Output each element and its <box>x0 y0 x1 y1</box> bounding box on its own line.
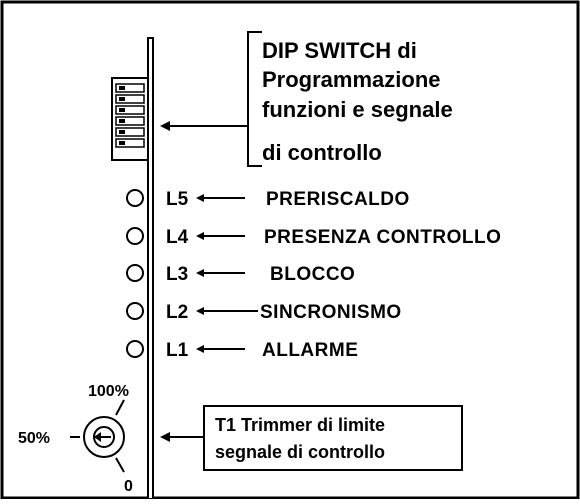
callout-bracket <box>247 31 262 167</box>
led-l4-id: L4 <box>166 227 189 248</box>
dip-switch-lever <box>119 86 125 90</box>
dip-switch-cell <box>115 127 145 137</box>
led-row-l4: L4 PRESENZA CONTROLLO <box>126 227 501 248</box>
dip-switch-callout: DIP SWITCH di Programmazione funzioni e … <box>160 31 453 167</box>
dip-switch-lever <box>119 97 125 101</box>
led-indicator-list: L5 PRERISCALDO L4 PRESENZA CONTROLLO L3 … <box>126 189 501 361</box>
led-l2-arrowhead <box>196 307 204 315</box>
trimmer-label-line-1: T1 Trimmer di limite <box>215 415 385 435</box>
led-l1-id: L1 <box>166 340 189 361</box>
led-row-l1: L1 ALLARME <box>126 340 358 361</box>
dip-switch <box>111 77 149 161</box>
led-l4-function: PRESENZA CONTROLLO <box>264 227 501 248</box>
trimmer-scale-min: 0 <box>124 478 133 495</box>
led-l2-id: L2 <box>166 302 188 323</box>
trimmer-label-line-2: segnale di controllo <box>215 442 385 462</box>
trimmer-tick-min <box>115 457 125 473</box>
led-l4-lamp <box>126 227 144 245</box>
trimmer-callout: T1 Trimmer di limite segnale di controll… <box>160 405 463 471</box>
led-row-l3: L3 BLOCCO <box>126 264 355 285</box>
dip-label-line-2: Programmazione <box>262 67 441 92</box>
led-l4-arrowhead <box>196 232 204 240</box>
dip-label-line-1: DIP SWITCH di <box>262 38 417 63</box>
trimmer-leader-arrowhead <box>160 432 170 442</box>
dip-label-line-3: funzioni e segnale <box>262 97 453 122</box>
led-l1-arrowhead <box>196 345 204 353</box>
led-l5-arrowhead <box>196 194 204 202</box>
dip-switch-lever <box>119 130 125 134</box>
dip-switch-cell <box>115 83 145 93</box>
led-row-l5: L5 PRERISCALDO <box>126 189 410 210</box>
dip-leader-arrowhead <box>160 121 170 131</box>
led-l2-function: SINCRONISMO <box>260 302 402 323</box>
trimmer-scale-max: 100% <box>88 383 129 400</box>
dip-switch-cell <box>115 138 145 148</box>
dip-switch-cell <box>115 116 145 126</box>
trimmer-t1: 100% 50% 0 <box>18 383 133 495</box>
led-l3-id: L3 <box>166 264 188 285</box>
trimmer-tick-max <box>115 399 125 416</box>
led-l3-lamp <box>126 264 144 282</box>
led-l1-lamp <box>126 340 144 358</box>
led-l5-id: L5 <box>166 189 189 210</box>
trimmer-pointer-icon <box>94 432 101 442</box>
dip-switch-cells <box>115 83 145 148</box>
dip-switch-lever <box>119 141 125 145</box>
trimmer-scale-mid: 50% <box>18 430 50 447</box>
trimmer-label-box <box>203 405 463 471</box>
dip-label-line-4: di controllo <box>262 140 382 165</box>
led-l3-function: BLOCCO <box>270 264 355 285</box>
dip-switch-lever <box>119 108 125 112</box>
led-l5-lamp <box>126 189 144 207</box>
dip-switch-cell <box>115 94 145 104</box>
led-l2-lamp <box>126 302 144 320</box>
dip-switch-cell <box>115 105 145 115</box>
led-l5-function: PRERISCALDO <box>266 189 410 210</box>
led-l3-arrowhead <box>196 269 204 277</box>
dip-switch-lever <box>119 119 125 123</box>
led-row-l2: L2 SINCRONISMO <box>126 302 402 323</box>
led-l1-function: ALLARME <box>262 340 358 361</box>
